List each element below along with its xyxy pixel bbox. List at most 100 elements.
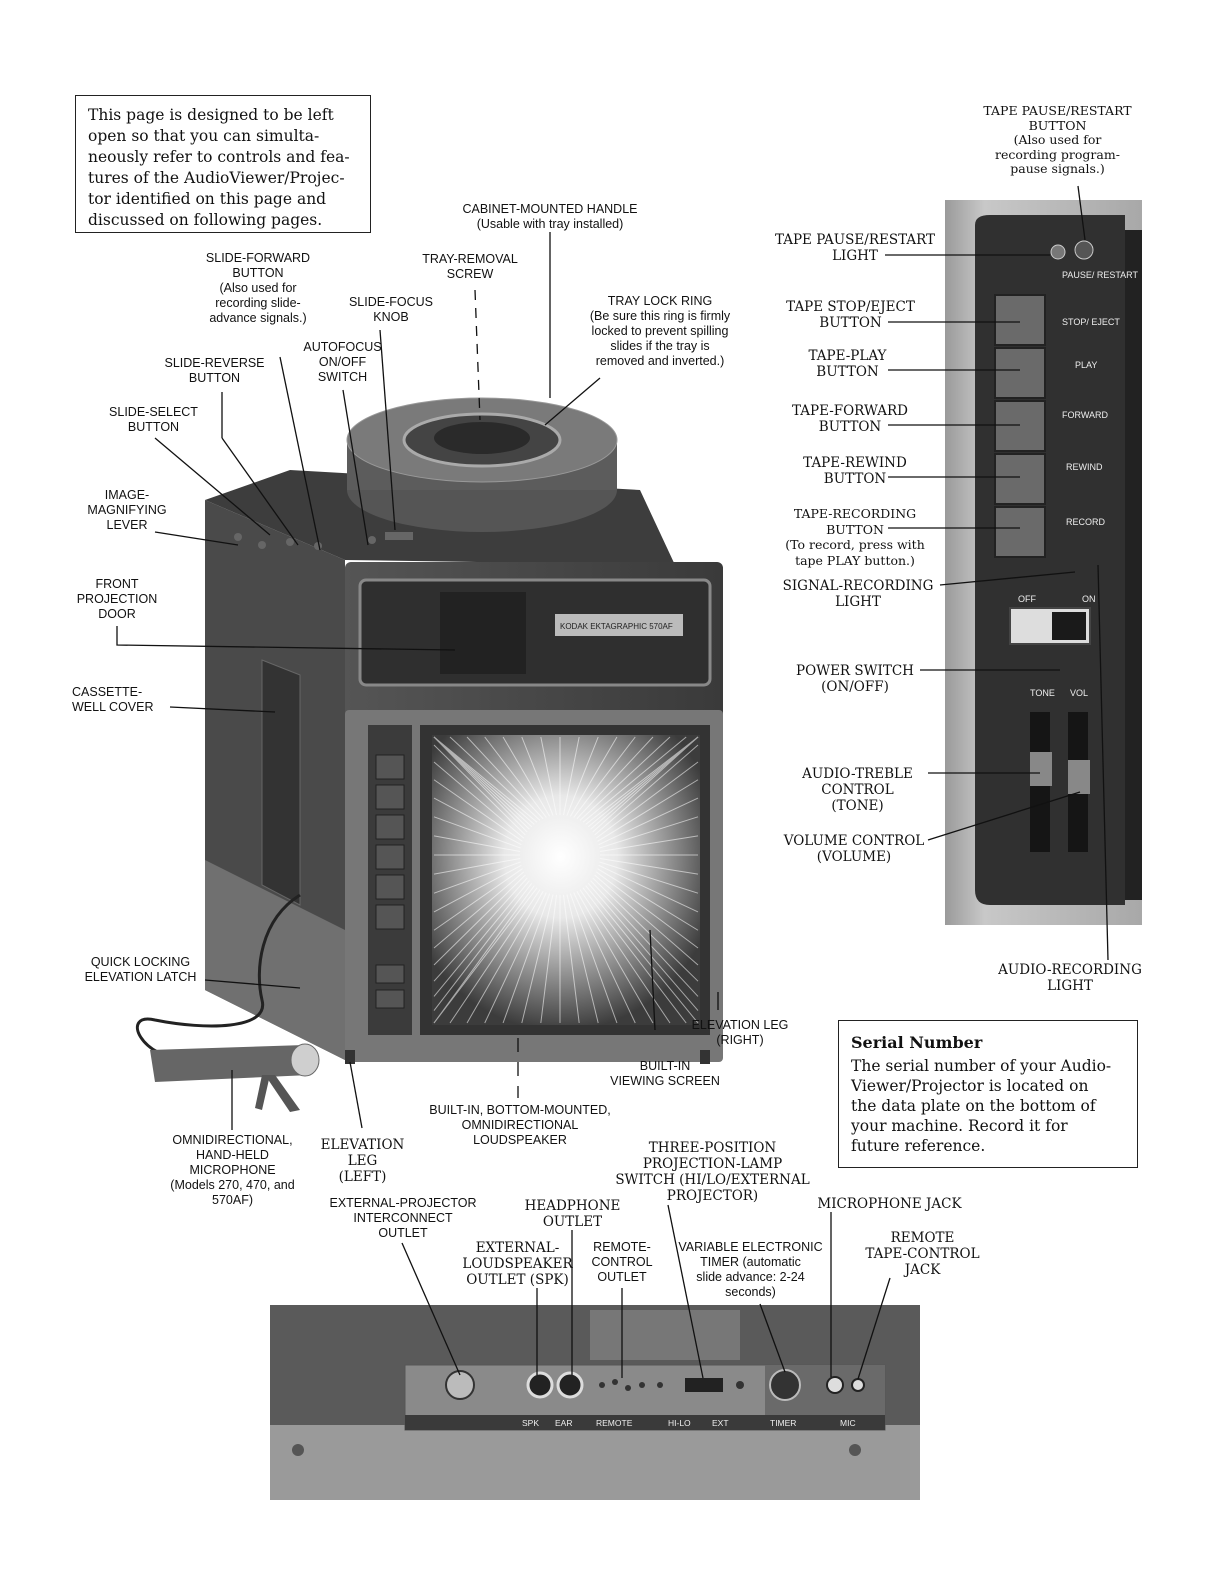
tone-slider-knob <box>1030 752 1052 786</box>
screen-ray <box>433 871 525 949</box>
screen-ray <box>433 797 522 846</box>
screen-ray <box>433 885 535 1024</box>
rear-mark-3: HI-LO <box>668 1418 691 1428</box>
label-lamp-switch: THREE-POSITION PROJECTION-LAMP SWITCH (H… <box>615 1140 810 1204</box>
screen-ray <box>595 871 699 949</box>
screen-ray <box>449 889 541 1024</box>
panel-mark-record: RECORD <box>1066 517 1106 527</box>
rear-mark-6: MIC <box>840 1418 856 1428</box>
screen-ray <box>569 893 618 1024</box>
panel-mark-rewind: REWIND <box>1066 462 1103 472</box>
screen-ray <box>573 736 636 818</box>
label-loudspeaker: BUILT-IN, BOTTOM-MOUNTED, OMNIDIRECTIONA… <box>429 1103 611 1147</box>
screen-ray <box>569 736 618 817</box>
screen-ray <box>582 887 687 1024</box>
ext-projector-socket <box>445 1370 475 1400</box>
label-elevation-leg-left: ELEVATION LEG (LEFT) <box>320 1137 405 1185</box>
screen-ray <box>576 891 654 1024</box>
cassette-well-cover <box>261 659 301 906</box>
microphone-cord <box>135 893 301 1062</box>
screen-ray <box>540 736 558 816</box>
label-tape-pause-light: TAPE PAUSE/RESTART LIGHT <box>774 232 936 264</box>
screen-ray <box>598 864 699 913</box>
screen-ray <box>466 891 544 1024</box>
screen-ray <box>433 736 535 825</box>
rear-mark-5: TIMER <box>770 1418 796 1428</box>
label-tray-removal-screw: TRAY-REMOVAL SCREW <box>422 252 518 281</box>
serial-number-title: Serial Number <box>851 1033 983 1052</box>
serial-number-box: Serial Number The serial number of your … <box>838 1020 1138 1168</box>
microphone-illustration <box>150 1043 320 1112</box>
label-ext-projector-outlet: EXTERNAL-PROJECTOR INTERCONNECT OUTLET <box>329 1196 477 1240</box>
screen-ray <box>587 882 699 1011</box>
screen-ray <box>573 892 636 1024</box>
screen-ray <box>433 835 521 853</box>
rear-mark-2: REMOTE <box>596 1418 633 1428</box>
screen-ray <box>466 736 544 820</box>
leader-lines <box>116 185 1109 1380</box>
screen-ray <box>433 761 525 839</box>
ear-jack <box>556 1371 584 1399</box>
rear-mark-4: EXT <box>712 1418 729 1428</box>
label-tape-pause-button: TAPE PAUSE/RESTART BUTTON (Also used for… <box>983 103 1132 176</box>
power-switch-toggle <box>1052 612 1086 640</box>
screen-ray <box>597 868 699 931</box>
screen-ray <box>566 736 599 816</box>
screen-ray <box>433 861 521 894</box>
screen-ray <box>433 816 521 849</box>
screen-ray <box>433 880 530 997</box>
projector-illustration: KODAK EKTAGRAPHIC 570AF <box>135 397 723 1112</box>
screen-ray <box>585 736 699 825</box>
label-slide-select-button: SLIDE-SELECT BUTTON <box>109 405 198 434</box>
screen-ray <box>433 736 530 830</box>
screen-ray <box>592 877 699 982</box>
panel-mark-play: PLAY <box>1075 360 1097 370</box>
screen-ray <box>595 761 699 839</box>
panel-mark-tone: TONE <box>1030 688 1055 698</box>
screen-ray <box>582 736 687 823</box>
screen-ray <box>590 736 699 830</box>
remote-tape-jack <box>851 1378 865 1392</box>
screen-ray <box>592 736 699 833</box>
label-volume-control: VOLUME CONTROL (VOLUME) <box>783 833 925 865</box>
label-tape-stop-eject: TAPE STOP/EJECT BUTTON <box>786 299 915 331</box>
screen-ray <box>449 736 541 821</box>
mic-jack <box>826 1376 844 1394</box>
label-front-projection-door: FRONT PROJECTION DOOR <box>76 577 158 621</box>
rear-mark-1: EAR <box>555 1418 572 1428</box>
serial-number-text: The serial number of your Audio- Viewer/… <box>851 1057 1112 1155</box>
panel-mark-on: ON <box>1082 594 1096 604</box>
screen-ray <box>433 877 528 982</box>
timer-knob <box>769 1369 801 1401</box>
volume-slider-knob <box>1068 760 1090 794</box>
label-headphone-outlet: HEADPHONE OUTLET <box>524 1198 621 1230</box>
screen-ray <box>599 835 699 853</box>
label-cassette-well-cover: CASSETTE- WELL COVER <box>72 685 154 714</box>
screen-ray <box>594 874 699 966</box>
lamp-switch <box>685 1378 723 1392</box>
label-slide-forward-button: SLIDE-FORWARD BUTTON (Also used for reco… <box>205 251 311 325</box>
label-ext-speaker-outlet: EXTERNAL- LOUDSPEAKER OUTLET (SPK) <box>462 1240 573 1288</box>
screen-ray <box>562 736 580 816</box>
screen-ray <box>433 882 533 1011</box>
label-autofocus-switch: AUTOFOCUS ON/OFF SWITCH <box>303 340 382 384</box>
spk-jack <box>526 1371 554 1399</box>
screen-ray <box>576 736 654 820</box>
screen-ray <box>540 894 558 1024</box>
control-panel-illustration: PAUSE/ RESTART STOP/ EJECT PLAY FORWARD … <box>945 200 1142 925</box>
screen-ray <box>433 887 538 1024</box>
label-tape-play: TAPE-PLAY BUTTON <box>808 348 887 380</box>
panel-mark-off: OFF <box>1018 594 1036 604</box>
label-tape-rewind: TAPE-REWIND BUTTON <box>803 455 907 487</box>
screen-ray <box>599 861 699 894</box>
brand-plate <box>555 614 683 636</box>
label-microphone-jack: MICROPHONE JACK <box>817 1196 962 1212</box>
screen-ray <box>579 736 671 821</box>
panel-mark-vol: VOL <box>1070 688 1088 698</box>
screen-ray <box>587 736 699 828</box>
label-slide-focus-knob: SLIDE-FOCUS KNOB <box>348 295 434 324</box>
screen-ray <box>521 894 554 1024</box>
label-signal-recording-light: SIGNAL-RECORDING LIGHT <box>782 578 934 610</box>
screen-ray <box>599 857 699 875</box>
